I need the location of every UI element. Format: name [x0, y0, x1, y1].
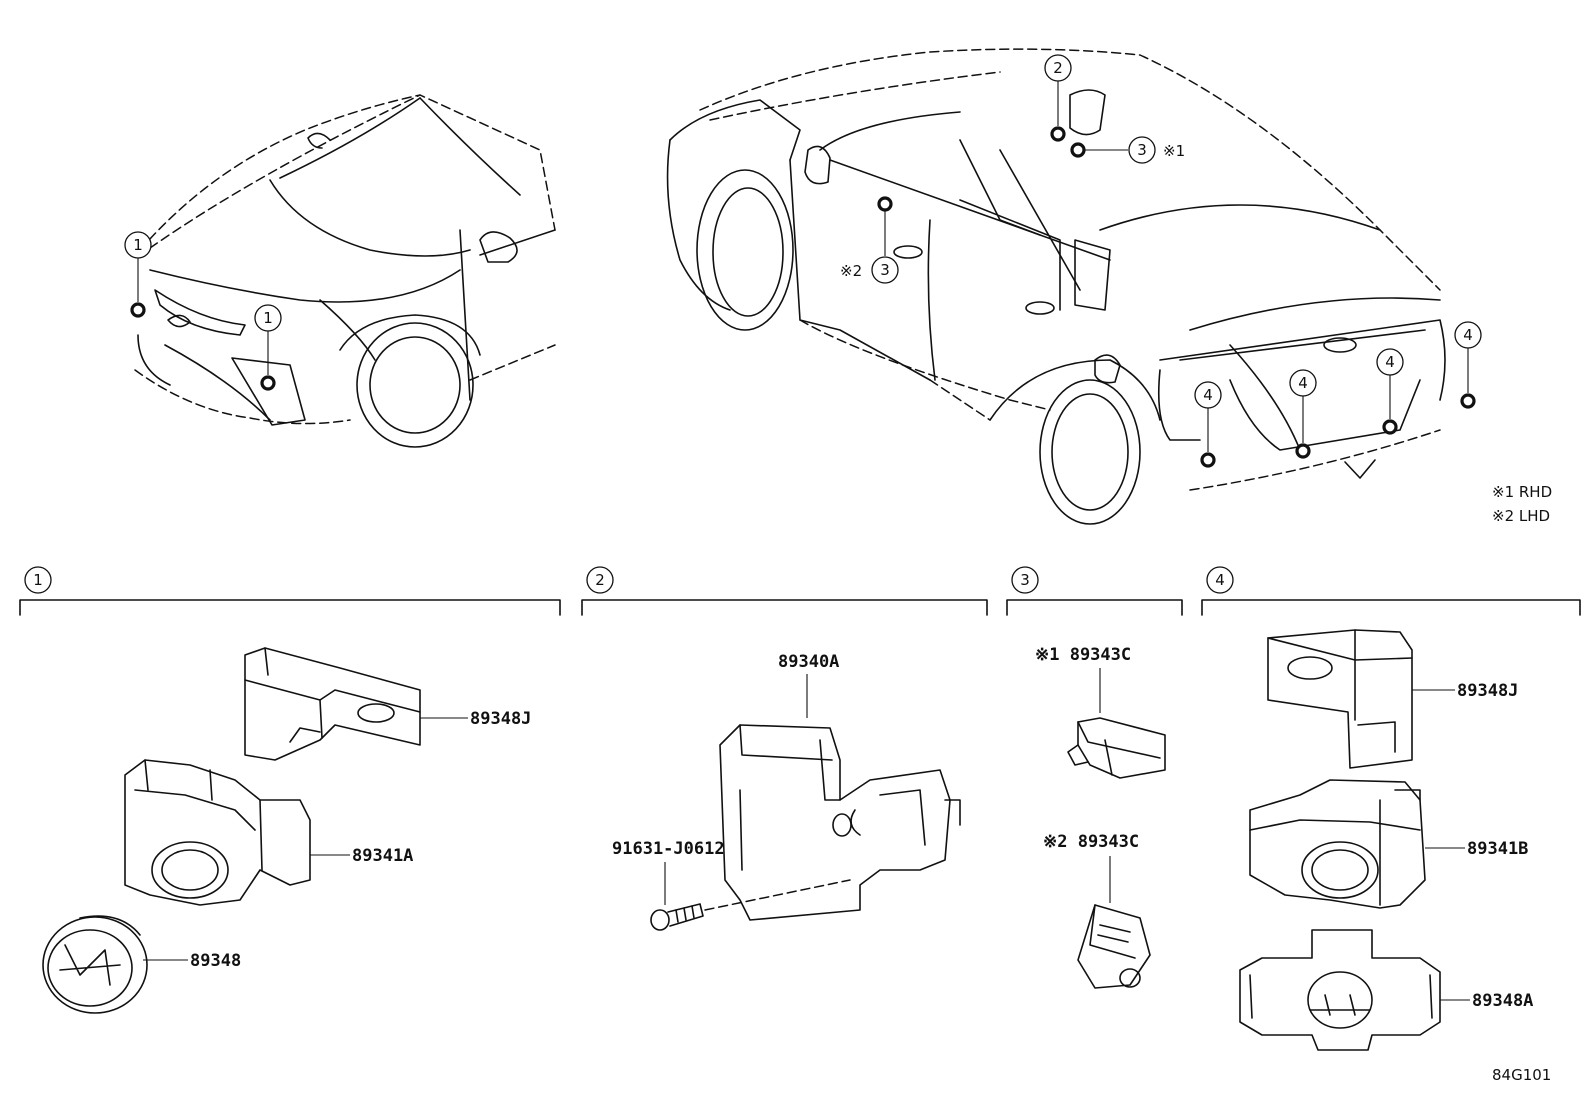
part-label-89341b: 89341B: [1467, 839, 1528, 859]
part-89348-retainer-ring: [42, 915, 148, 1014]
front-callout-1a: 1: [124, 231, 152, 318]
part-89341b-sensor: [1249, 779, 1426, 909]
callout-number: 4: [1463, 326, 1473, 344]
bolt-alignment-line: [704, 879, 851, 911]
part-label-89343c-rhd: ※1 89343C: [1035, 645, 1131, 665]
callout-number: 3: [1137, 141, 1147, 159]
figure-code: 84G101: [1492, 1066, 1551, 1084]
part-label-89348j: 89348J: [470, 709, 531, 729]
part-89343c-rhd-sensor: [1067, 717, 1166, 779]
part-label-89341a: 89341A: [352, 846, 413, 866]
part-label-91631-j0612: 91631-J0612: [612, 839, 725, 859]
rear-callout-4d: 4: [1454, 321, 1482, 409]
callout-number: 3: [880, 261, 890, 279]
section-number: 2: [595, 571, 605, 589]
part-label-89348j-rear: 89348J: [1457, 681, 1518, 701]
rear-callout-4a: 4: [1194, 381, 1222, 468]
section-4-header: 4: [1201, 566, 1581, 616]
part-89348a-retainer: [1239, 929, 1441, 1051]
rear-callout-2: 2: [1044, 54, 1072, 142]
note-rhd: ※1 RHD: [1492, 483, 1552, 501]
section-number: 4: [1215, 571, 1225, 589]
part-89341a-sensor: [124, 759, 311, 906]
callout-number: 4: [1385, 353, 1395, 371]
section-number: 3: [1020, 571, 1030, 589]
part-label-89340a: 89340A: [778, 652, 839, 672]
note-lhd: ※2 LHD: [1492, 507, 1550, 525]
callout-number: 2: [1053, 59, 1063, 77]
lhd-mark: ※2: [840, 262, 862, 280]
rear-callout-3-lhd: 3 ※2: [840, 196, 899, 284]
callout-number: 4: [1203, 386, 1213, 404]
section-2-header: 2: [581, 566, 988, 616]
rear-callout-4c: 4: [1376, 348, 1404, 435]
callout-number: 1: [263, 309, 273, 327]
front-callout-1b: 1: [254, 304, 282, 391]
section-1-header: 1: [19, 566, 561, 616]
part-label-89348: 89348: [190, 951, 241, 971]
part-label-89343c-lhd: ※2 89343C: [1043, 832, 1139, 852]
part-91631-bolt: [650, 903, 704, 931]
rhd-mark: ※1: [1163, 142, 1185, 160]
part-89348j-bracket: [244, 647, 421, 761]
part-89348j-bracket-rear: [1267, 629, 1413, 769]
rear-callout-4b: 4: [1289, 369, 1317, 459]
rear-callout-3-rhd: 3 ※1: [1070, 136, 1185, 164]
part-89340a-computer-unit: [719, 724, 961, 921]
part-89343c-lhd-sensor: [1077, 904, 1151, 989]
section-number: 1: [33, 571, 43, 589]
part-label-89348a: 89348A: [1472, 991, 1533, 1011]
rear-car-illustration: [666, 48, 1446, 525]
callout-number: 4: [1298, 374, 1308, 392]
section-3-header: 3: [1006, 566, 1183, 616]
front-car-illustration: [134, 94, 556, 448]
callout-number: 1: [133, 236, 143, 254]
